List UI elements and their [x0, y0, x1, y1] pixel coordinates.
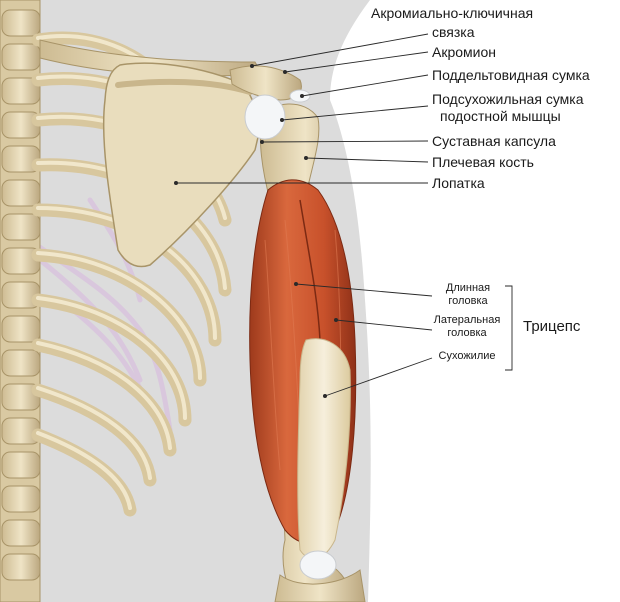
label-scapula: Лопатка	[432, 175, 485, 191]
triceps-division	[299, 199, 321, 341]
label-tendon: Сухожилие	[438, 350, 496, 362]
label-subdeltoid-bursa: Поддельтовидная сумка	[432, 67, 590, 83]
leader-lines	[176, 33, 513, 397]
label-infraspinatus-bursa-1: Подсухожильная сумка	[432, 91, 584, 107]
humeral-head-cartilage	[244, 94, 286, 140]
scapular-spine	[115, 78, 253, 95]
label-joint-capsule: Суставная капсула	[432, 133, 556, 149]
forearm-bones	[274, 569, 366, 602]
label-acromioclavicular-ligament-1: Акромиально-ключичная	[371, 5, 534, 21]
spine	[0, 0, 41, 602]
label-lateral-head-1: Латеральная	[433, 314, 501, 326]
label-lateral-head-2: головка	[447, 327, 487, 339]
label-acromion: Акромион	[432, 44, 496, 60]
label-humerus: Плечевая кость	[432, 154, 534, 170]
olecranon	[299, 550, 337, 580]
label-infraspinatus-bursa-2: подостной мышцы	[440, 108, 561, 124]
label-triceps: Трицепс	[523, 318, 581, 335]
label-acromioclavicular-ligament-2: связка	[432, 24, 475, 40]
label-long-head-1: Длинная	[445, 282, 491, 294]
scapula	[102, 62, 263, 268]
pointer-dots	[174, 64, 338, 398]
label-long-head-2: головка	[448, 295, 488, 307]
